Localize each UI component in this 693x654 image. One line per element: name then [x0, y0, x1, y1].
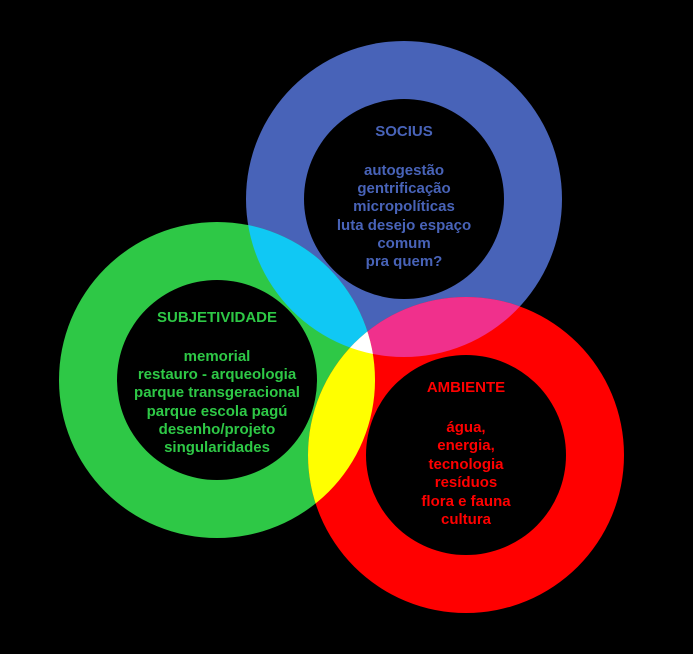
subjetividade-item: parque escola pagú: [147, 403, 288, 420]
socius-title: SOCIUS: [375, 123, 433, 140]
socius-item: comum: [377, 235, 430, 252]
socius-item: micropolíticas: [353, 198, 455, 215]
ambiente-item: energia,: [437, 437, 495, 454]
socius-item: luta desejo espaço: [337, 217, 471, 234]
ambiente-item: resíduos: [435, 474, 498, 491]
ambiente-ring: [308, 297, 624, 613]
socius-item: autogestão: [364, 162, 444, 179]
socius-item: gentrificação: [357, 180, 450, 197]
ambiente-title: AMBIENTE: [427, 379, 505, 396]
subjetividade-item: singularidades: [164, 439, 270, 456]
socius-item: pra quem?: [366, 253, 443, 270]
subjetividade-item: restauro - arqueologia: [138, 366, 297, 383]
rings: [59, 41, 624, 613]
subjetividade-item: desenho/projeto: [159, 421, 276, 438]
subjetividade-item: memorial: [184, 348, 251, 365]
ambiente-item: flora e fauna: [421, 493, 511, 510]
ambiente-item: tecnologia: [428, 456, 504, 473]
subjetividade-item: parque transgeracional: [134, 384, 300, 401]
ambiente-item: cultura: [441, 511, 492, 528]
ambiente-item: água,: [446, 419, 485, 436]
subjetividade-title: SUBJETIVIDADE: [157, 309, 277, 326]
socius-subjetividade-overlap: [246, 222, 375, 357]
